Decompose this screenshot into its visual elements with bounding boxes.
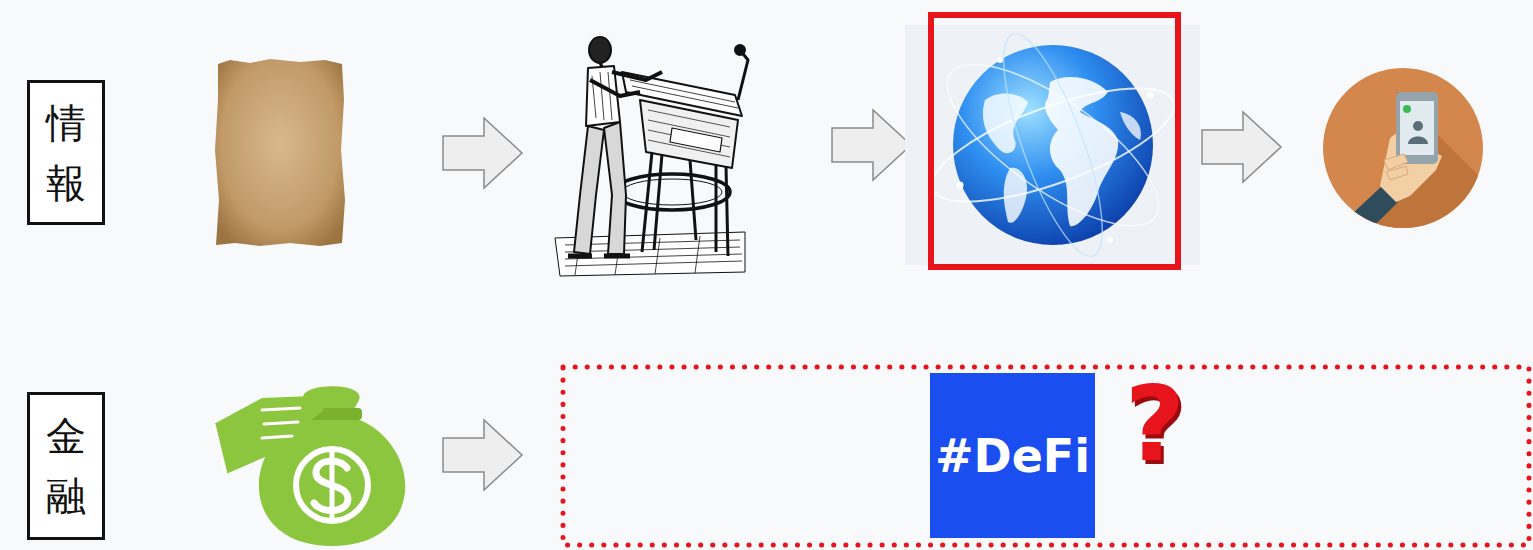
money-bag-icon-part xyxy=(262,408,300,438)
printing-press-illustration-part xyxy=(614,174,730,210)
parchment-icon xyxy=(215,59,345,246)
printing-press-illustration-part xyxy=(590,80,640,96)
dotted-frame xyxy=(563,367,1529,545)
row-label-box: 情 報 xyxy=(27,80,105,225)
block-arrow xyxy=(832,110,911,180)
globe-icon xyxy=(905,15,1200,267)
question-mark: ? xyxy=(1100,372,1210,476)
defi-tag-box: #DeFi xyxy=(930,373,1095,538)
smartphone-icon-part xyxy=(1384,154,1408,180)
money-bag-icon-part xyxy=(259,386,405,546)
node-text: 金 融 xyxy=(30,406,102,526)
printing-press-illustration-part xyxy=(586,66,620,126)
smartphone-icon-part xyxy=(1413,121,1423,131)
printing-press-illustration-part xyxy=(622,179,722,205)
money-bag-icon-part xyxy=(296,449,368,521)
globe-icon-part xyxy=(1107,237,1113,243)
printing-press-illustration-part xyxy=(640,100,738,168)
block-arrow xyxy=(443,420,522,490)
block-arrow xyxy=(443,118,522,188)
smartphone-icon-part xyxy=(1396,92,1438,164)
block-arrow-part xyxy=(1202,112,1281,182)
block-arrow-part xyxy=(443,420,522,490)
printing-press-illustration xyxy=(555,37,748,276)
printing-press-illustration-part xyxy=(612,72,662,80)
globe-icon-part xyxy=(1147,92,1154,99)
globe-icon-part xyxy=(997,57,1003,63)
printing-press-illustration-part xyxy=(604,122,626,254)
printing-press-illustration-part xyxy=(592,72,612,120)
globe-icon-part xyxy=(931,15,1178,267)
printing-press-illustration-part xyxy=(735,45,745,55)
printing-press-illustration-part xyxy=(568,254,630,259)
smartphone-icon-part xyxy=(1400,101,1434,155)
printing-press-illustration-part xyxy=(575,236,700,275)
globe-icon-part xyxy=(957,182,964,189)
smartphone-icon xyxy=(1323,68,1500,260)
globe-icon-part xyxy=(1120,112,1141,140)
row-label-box: 金 融 xyxy=(27,392,105,540)
money-bag-icon xyxy=(214,386,405,546)
money-bag-icon-part xyxy=(214,396,324,474)
globe-icon-part xyxy=(984,24,1121,266)
block-arrow-part xyxy=(832,110,911,180)
dotted-frame-part xyxy=(563,367,1529,545)
smartphone-icon-part xyxy=(1375,92,1500,260)
printing-press-illustration-part xyxy=(648,110,730,157)
globe-icon-part xyxy=(925,36,1181,253)
smartphone-icon-part xyxy=(1408,137,1428,145)
money-bag-icon-part xyxy=(330,452,335,519)
globe-icon-part xyxy=(920,66,1187,225)
globe-icon-part xyxy=(905,25,1200,265)
printing-press-illustration-part xyxy=(738,50,748,100)
block-arrow-part xyxy=(443,118,522,188)
printing-press-illustration-part xyxy=(589,37,611,63)
globe-icon-part xyxy=(1045,77,1118,226)
smartphone-icon-part xyxy=(1403,105,1411,113)
printing-press-illustration-part xyxy=(670,128,722,152)
parchment-icon-part xyxy=(215,59,345,246)
node-text: 情 報 xyxy=(30,93,102,213)
printing-press-illustration-part xyxy=(574,126,604,254)
money-bag-icon-part xyxy=(214,424,226,474)
node-text: #DeFi xyxy=(930,429,1095,483)
block-arrow xyxy=(1202,112,1281,182)
